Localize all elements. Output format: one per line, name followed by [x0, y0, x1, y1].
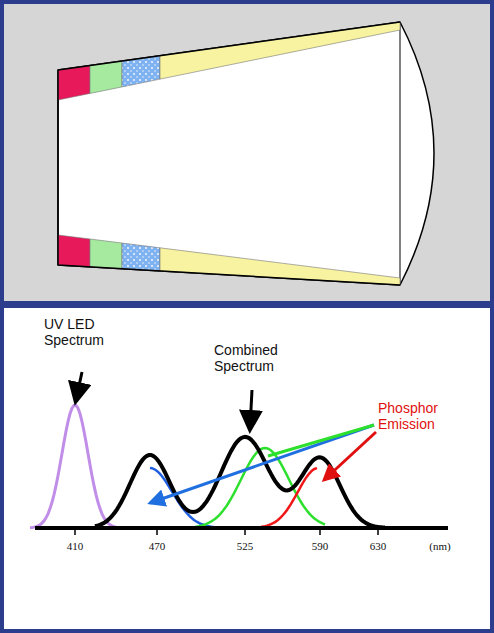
axis-tick-label: 590 [300, 540, 340, 553]
spectrum-label: Combined Spectrum [214, 342, 306, 374]
leader-arrow [250, 390, 252, 428]
leader-line [268, 425, 374, 456]
leader-arrow [324, 432, 376, 480]
phosphor-layer [160, 248, 400, 285]
phosphor-layer [122, 243, 160, 271]
axis-tick [319, 528, 321, 535]
axis-tick [156, 528, 158, 535]
lens-outline [58, 22, 400, 285]
spectrum-label: Phosphor Emission [378, 400, 486, 432]
uv-led-spectrum [30, 405, 124, 528]
axis-unit: (nm) [420, 540, 460, 553]
blue-emission [150, 468, 214, 527]
led-lens [58, 22, 434, 285]
phosphor-layer [90, 239, 122, 269]
lens-edge [400, 22, 401, 285]
axis-tick-label: 525 [225, 540, 265, 553]
wavelength-axis [35, 526, 448, 530]
combined-spectrum [95, 437, 385, 528]
phosphor-layer [58, 66, 90, 100]
axis-tick [244, 528, 246, 535]
axis-tick-label: 630 [358, 540, 398, 553]
axis-tick-label: 410 [55, 540, 95, 553]
phosphor-layer [90, 61, 122, 93]
axis-tick [377, 528, 379, 535]
axis-tick-label: 470 [137, 540, 177, 553]
axis-tick [74, 528, 76, 535]
red-emission [255, 468, 317, 527]
leader-arrow [76, 372, 82, 400]
phosphor-layer [58, 235, 90, 267]
spectrum-label: UV LED Spectrum [44, 316, 128, 348]
